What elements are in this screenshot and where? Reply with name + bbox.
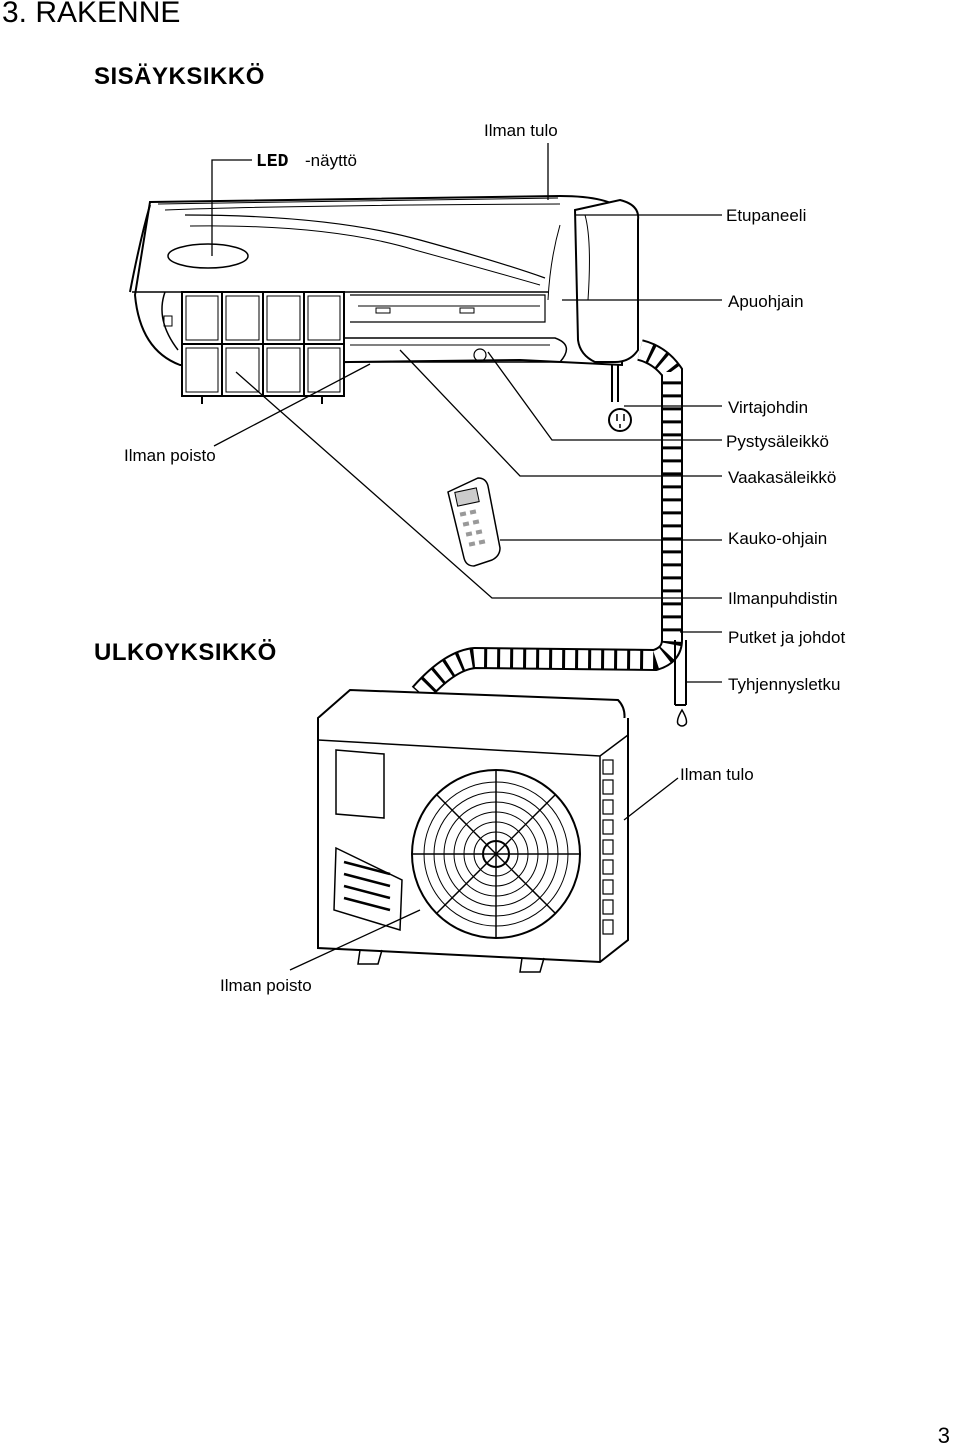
leader-lines	[211, 143, 722, 971]
indoor-section-title: SISÄYKSIKKÖ	[94, 63, 265, 90]
indoor-air-intake-label: Ilman tulo	[484, 121, 558, 140]
vertical-louver-label: Pystysäleikkö	[726, 432, 829, 451]
remote-control	[447, 477, 501, 567]
outdoor-unit	[316, 688, 629, 973]
outdoor-section-title: ULKOYKSIKKÖ	[94, 639, 277, 666]
pipes-and-wires-label: Putket ja johdot	[728, 628, 845, 647]
front-panel-label: Etupaneeli	[726, 206, 806, 225]
page-heading: 3. RAKENNE	[2, 0, 181, 29]
led-label-word: LED	[256, 152, 289, 172]
indoor-air-outlet-label: Ilman poisto	[124, 446, 216, 465]
air-purifier-label: Ilmanpuhdistin	[728, 589, 838, 608]
power-cord	[608, 365, 632, 432]
remote-control-label: Kauko-ohjain	[728, 529, 827, 548]
led-label-suffix: -näyttö	[305, 151, 357, 170]
aux-control-label: Apuohjain	[728, 292, 804, 311]
power-cord-label: Virtajohdin	[728, 398, 808, 417]
horizontal-louver-label: Vaakasäleikkö	[728, 468, 836, 487]
outdoor-air-intake-label: Ilman tulo	[680, 765, 754, 784]
indoor-unit	[129, 194, 640, 404]
drain-hose-label: Tyhjennysletku	[728, 675, 840, 694]
page-number: 3	[937, 1423, 950, 1448]
outdoor-air-outlet-label: Ilman poisto	[220, 976, 312, 995]
pipe-bundle	[411, 339, 688, 727]
